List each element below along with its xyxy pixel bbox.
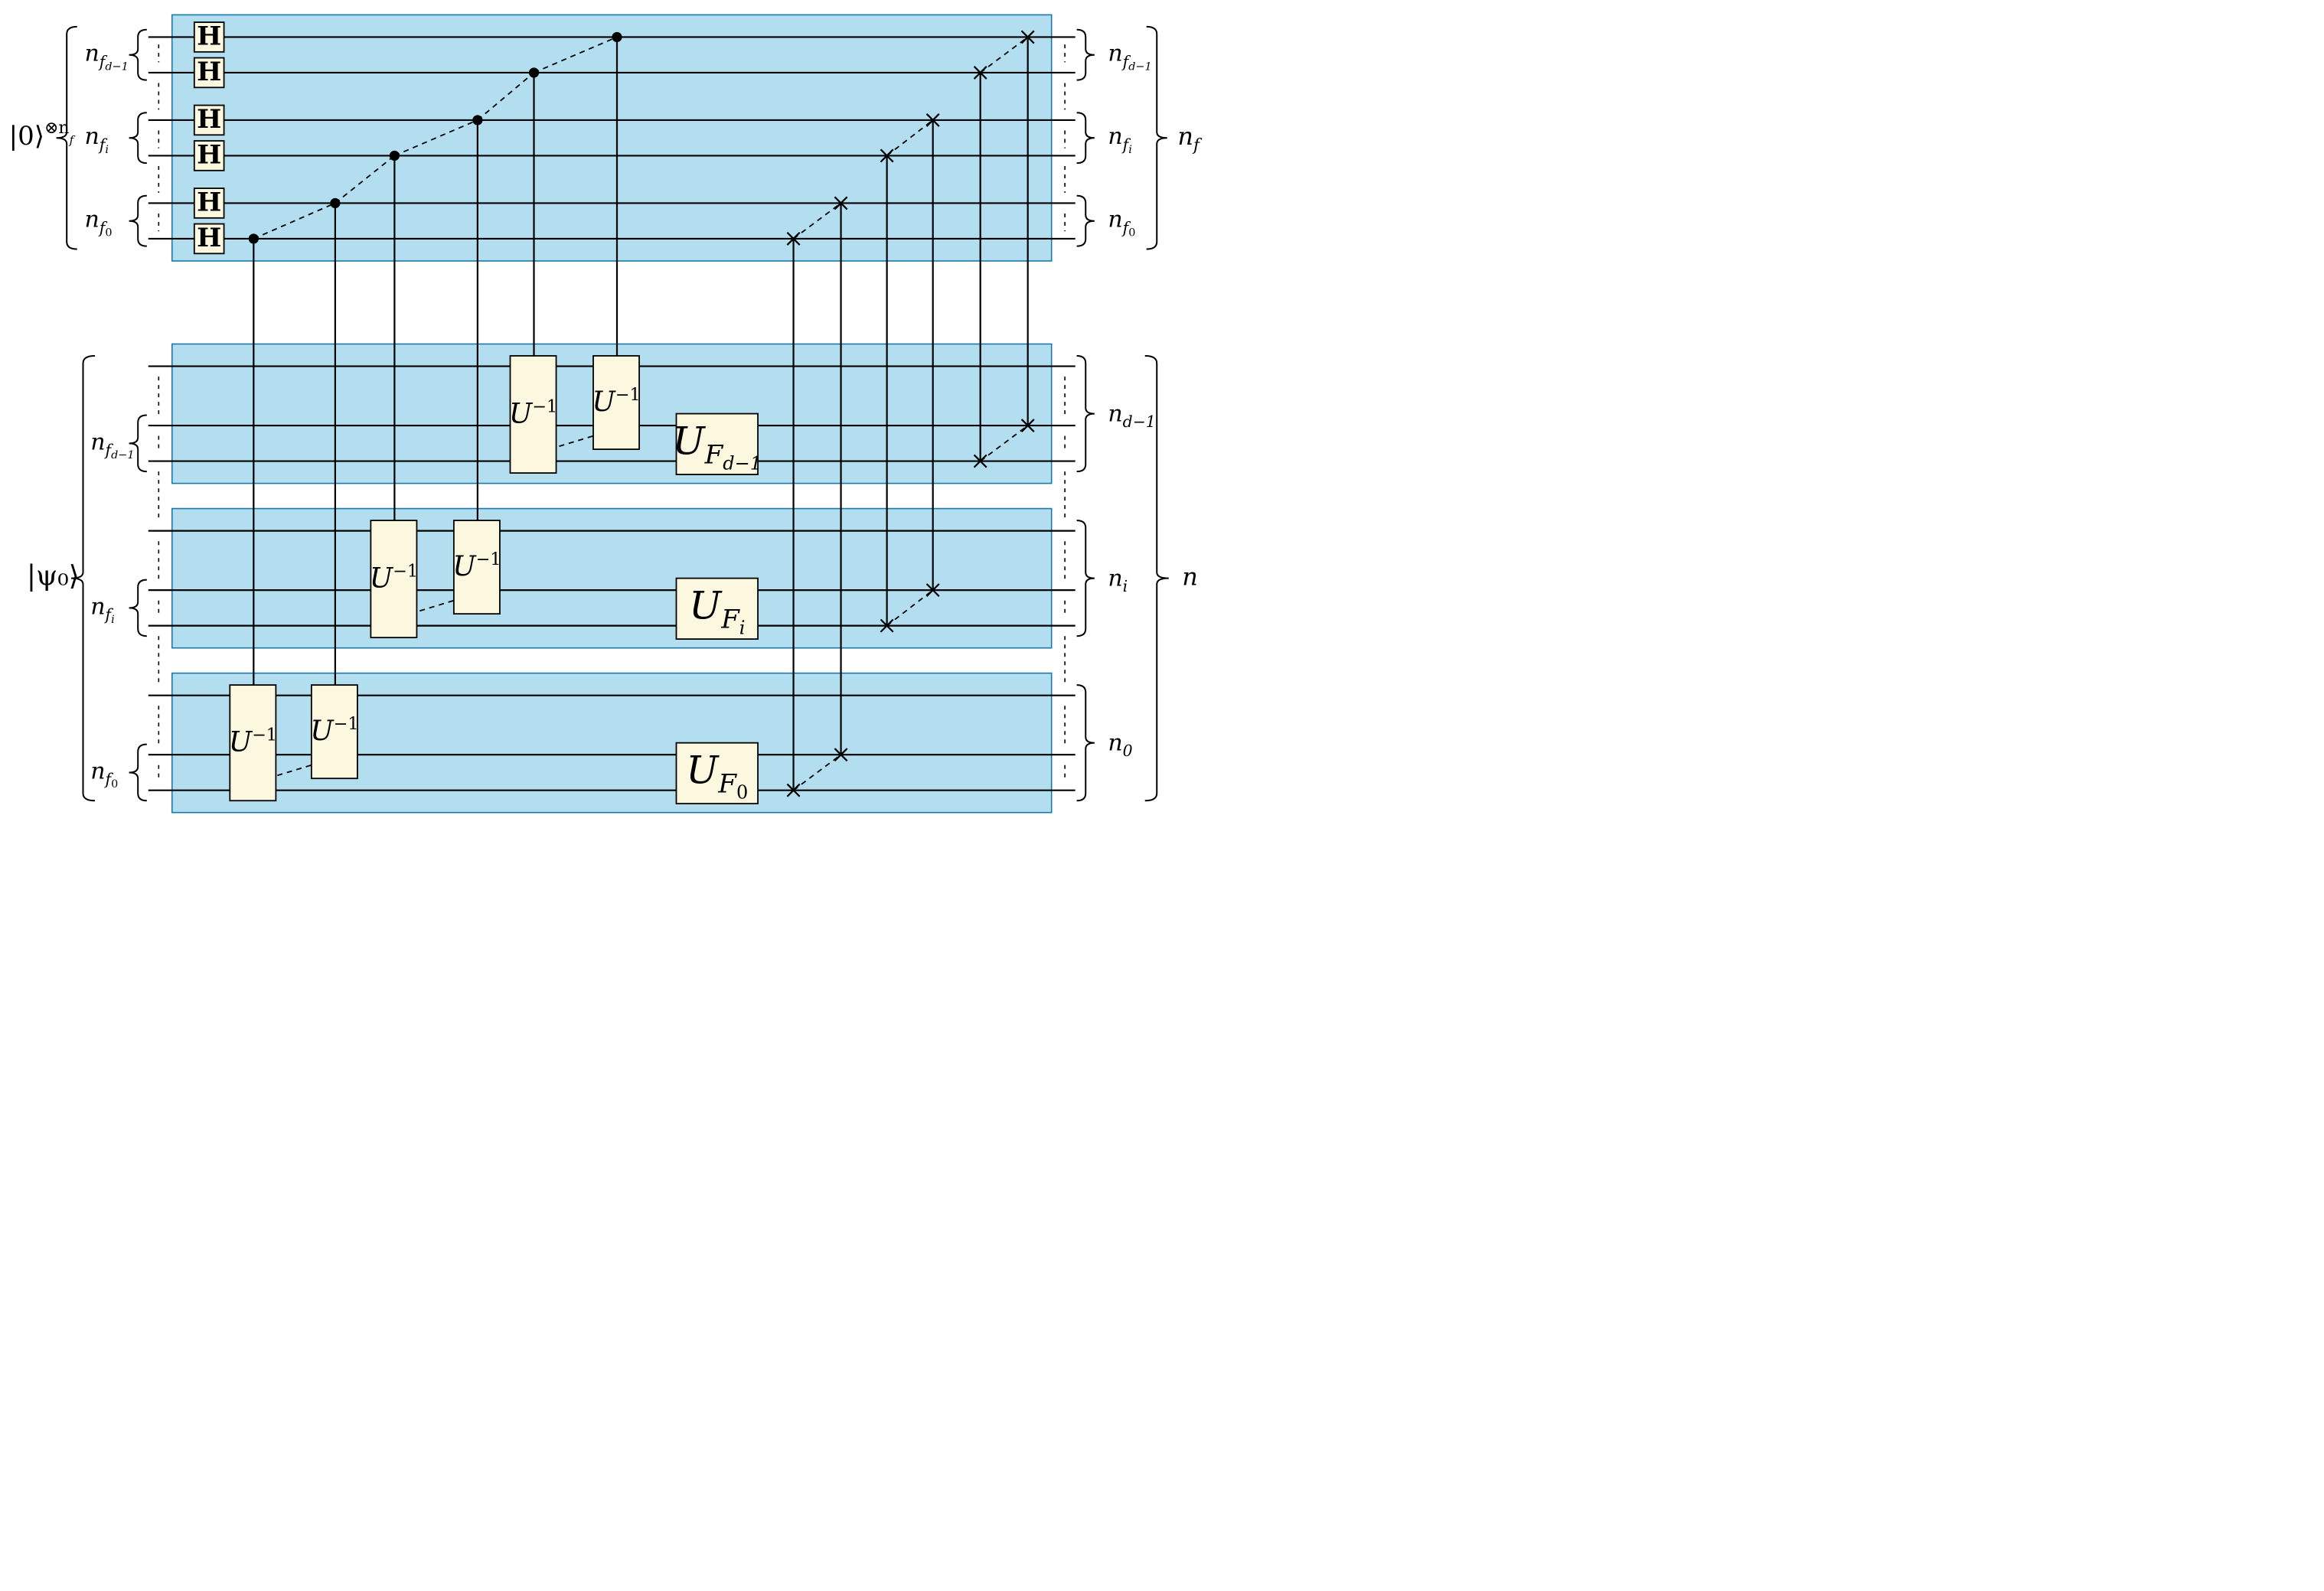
control-chain-dash [477, 72, 535, 121]
control-dot [248, 233, 259, 244]
control-dot [528, 67, 540, 78]
oracle-label: UFi [689, 583, 745, 638]
bottom-register-panel-i [171, 507, 1053, 649]
swap-cross-mark [973, 454, 987, 468]
hadamard-label: H [197, 187, 221, 218]
bottom-register-size-label: n [1182, 562, 1198, 591]
control-chain-dash [335, 155, 395, 204]
swap-cross-mark [880, 618, 894, 633]
hadamard-gate: H [193, 187, 225, 219]
input-state-psi: |ψ₀⟩ [27, 561, 80, 592]
left-group-brace [129, 579, 147, 637]
oracle-gate: UFd−1 [673, 412, 762, 475]
inverse-unitary-gate: U−1 [229, 684, 277, 802]
inverse-unitary-gate: U−1 [592, 355, 641, 450]
hadamard-gate: H [193, 223, 225, 255]
oracle-gate: UF0 [675, 742, 759, 805]
right-group-label: nfi [1108, 123, 1132, 156]
oracle-gate: UFi [675, 577, 759, 640]
hadamard-gate: H [193, 57, 225, 89]
left-group-label: nfi [84, 123, 109, 156]
swap-cross-mark [834, 196, 848, 210]
right-group-label: nd−1 [1108, 401, 1155, 431]
inverse-unitary-label: U−1 [592, 385, 640, 418]
swap-cross-mark [834, 748, 848, 762]
top-register-panel [171, 14, 1053, 262]
control-dot [472, 115, 483, 126]
input-state-zero: |0⟩⊗nf [9, 119, 76, 152]
right-group-brace [1076, 684, 1095, 802]
control-chain-dash [253, 202, 336, 240]
hadamard-gate: H [193, 104, 225, 136]
inverse-unitary-label: U−1 [452, 549, 501, 582]
right-group-brace [1076, 112, 1095, 165]
left-group-label: nf0 [90, 758, 118, 791]
top-register-size-label: nf [1177, 122, 1203, 155]
swap-cross-mark [786, 232, 801, 246]
hadamard-gate: H [193, 140, 225, 171]
swap-cross-mark [786, 783, 801, 797]
swap-cross-mark [925, 583, 940, 598]
left-group-brace [129, 112, 147, 165]
inverse-unitary-label: U−1 [509, 396, 557, 429]
left-group-brace [129, 743, 147, 802]
left-group-brace [129, 28, 147, 81]
hadamard-label: H [197, 21, 221, 52]
swap-cross-mark [925, 113, 940, 127]
left-group-label: nfd−1 [90, 429, 134, 461]
left-group-label: nfd−1 [84, 41, 128, 73]
left-group-brace [129, 414, 147, 473]
left-outer-brace-top [56, 25, 77, 250]
right-group-brace [1076, 355, 1095, 473]
right-group-brace [1076, 194, 1095, 247]
control-dot [612, 31, 622, 43]
swap-cross-mark [1020, 419, 1035, 432]
oracle-label: UFd−1 [673, 419, 762, 474]
inverse-unitary-gate: U−1 [452, 520, 501, 615]
swap-cross-mark [880, 148, 894, 163]
bottom-register-panel-0 [171, 672, 1053, 813]
right-group-brace [1076, 28, 1095, 81]
control-chain-dash [394, 119, 478, 157]
control-dot [389, 150, 400, 161]
control-connectors [253, 36, 1029, 791]
hadamard-label: H [197, 57, 221, 87]
inverse-unitary-label: U−1 [370, 562, 418, 595]
right-group-label: nfd−1 [1108, 41, 1151, 73]
swap-cross-mark [973, 66, 987, 80]
right-outer-brace-bottom [1144, 355, 1169, 802]
qubit-wires [148, 36, 1076, 791]
inverse-unitary-label: U−1 [229, 725, 277, 758]
hadamard-label: H [197, 104, 221, 135]
inverse-unitary-gate: U−1 [310, 684, 359, 780]
hadamard-gate: H [193, 21, 225, 53]
right-outer-brace-top [1146, 25, 1167, 250]
labels: |0⟩⊗nf |ψ₀⟩ nfd−1 nfi nf0 nfd−1 nfi nf0 nfd−1 nfi… [9, 25, 1203, 802]
right-group-label: ni [1108, 566, 1128, 595]
control-chain-dash [534, 36, 618, 73]
inverse-unitary-gate: U−1 [509, 355, 557, 474]
right-group-label: nf0 [1108, 207, 1135, 240]
left-group-brace [129, 194, 147, 247]
hadamard-label: H [197, 140, 221, 171]
right-group-label: n0 [1108, 730, 1132, 760]
inverse-unitary-label: U−1 [310, 714, 358, 747]
left-outer-brace-bottom [70, 355, 96, 802]
left-group-label: nf0 [84, 207, 112, 240]
inverse-unitary-gate: U−1 [370, 520, 418, 639]
left-group-label: nfi [90, 593, 115, 626]
oracle-label: UF0 [686, 748, 748, 803]
right-group-brace [1076, 520, 1095, 637]
control-dot [330, 197, 341, 209]
swap-cross-mark [1020, 30, 1035, 44]
hadamard-label: H [197, 223, 221, 253]
